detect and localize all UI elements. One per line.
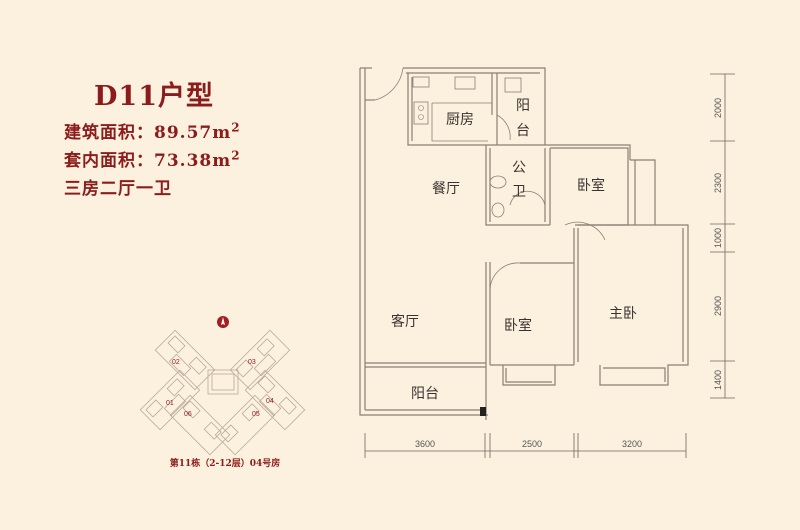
gross-area-label: 建筑面积： [64, 123, 154, 143]
building-keyplan: 02 03 01 04 06 05 第11栋（2-12层）04号房 [130, 300, 320, 480]
room-master-bedroom: 主卧 [609, 306, 637, 322]
unit-title: D11户型 [94, 81, 214, 112]
room-bedroom-2: 卧室 [504, 317, 532, 334]
keyplan-unit-05: 05 [252, 411, 260, 418]
room-balcony-small-bottom: 台 [516, 123, 530, 139]
room-kitchen: 厨房 [446, 112, 474, 128]
keyplan-unit-04: 04 [266, 398, 274, 405]
dim-h-1: 3600 [415, 439, 435, 449]
dim-v-4: 2900 [713, 296, 723, 316]
dim-v-3: 1000 [713, 228, 723, 248]
horizontal-dimensions [364, 433, 687, 458]
room-bathroom-top: 公 [512, 160, 526, 176]
dim-h-3: 3200 [622, 439, 642, 449]
keyplan-unit-06: 06 [184, 411, 192, 418]
balcony-drain-icon [480, 407, 486, 416]
layout-type: 三房二厅一卫 [64, 179, 172, 199]
room-balcony-small-top: 阳 [516, 98, 530, 114]
keyplan-unit-02: 02 [172, 359, 180, 366]
room-bathroom-bottom: 卫 [512, 184, 526, 200]
keyplan-unit-01: 01 [166, 400, 174, 407]
net-area: 套内面积：73.38m2 [64, 146, 241, 171]
net-area-value: 73.38m [154, 151, 232, 171]
vertical-dimensions [710, 73, 735, 399]
dim-v-2: 2300 [713, 173, 723, 193]
room-dining: 餐厅 [432, 181, 460, 197]
net-area-label: 套内面积： [64, 151, 154, 171]
room-bedroom-1: 卧室 [577, 177, 605, 194]
compass-icon [217, 316, 229, 328]
dim-v-5: 1400 [713, 370, 723, 390]
walls [359, 67, 689, 420]
area-unit-sup: 2 [231, 148, 241, 163]
keyplan-caption: 第11栋（2-12层）04号房 [169, 459, 281, 469]
keyplan-unit-03: 03 [248, 359, 256, 366]
room-labels: 厨房 阳 台 公 卫 餐厅 卧室 客厅 卧室 主卧 阳台 [391, 98, 637, 402]
dim-h-2: 2500 [522, 439, 542, 449]
area-unit-sup: 2 [231, 120, 241, 135]
gross-area: 建筑面积：89.57m2 [64, 118, 241, 143]
room-balcony-large: 阳台 [411, 386, 439, 402]
keyplan-drawing: 02 03 01 04 06 05 [139, 316, 306, 456]
gross-area-value: 89.57m [154, 123, 232, 143]
room-living: 客厅 [391, 313, 419, 330]
dim-v-1: 2000 [713, 98, 723, 118]
